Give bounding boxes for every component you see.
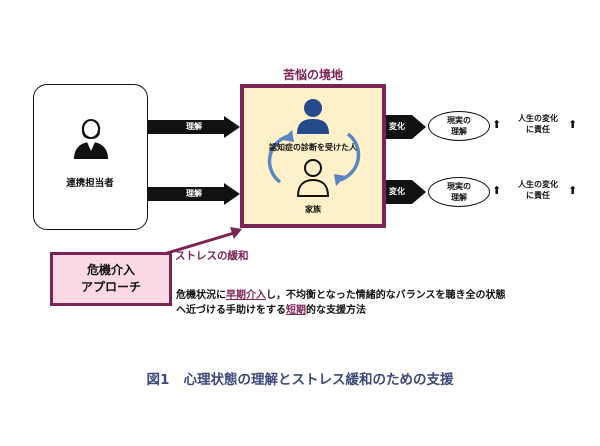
change-label-top: 変化	[389, 122, 405, 131]
reality-understanding-oval-bottom: 現実の理解	[428, 177, 490, 207]
short-term-emphasis: 短期	[286, 305, 306, 316]
crisis-line2: アプローチ	[80, 280, 141, 294]
understanding-label-top: 理解	[186, 122, 202, 131]
increase-arrow-icon: ⬆	[492, 184, 502, 197]
liaison-label: 連携担当者	[66, 178, 114, 189]
family-person-icon	[296, 159, 330, 197]
diagnosed-person-icon	[297, 99, 329, 134]
liaison-box: 連携担当者	[33, 84, 148, 230]
understanding-label-bottom: 理解	[186, 189, 202, 198]
life-change-responsibility-top: 人生の変化に責任	[518, 114, 558, 134]
life-change-responsibility-bottom: 人生の変化に責任	[518, 180, 558, 200]
figure-caption: 図1 心理状態の理解とストレス緩和のための支援	[0, 368, 600, 388]
change-arrow-top	[386, 115, 426, 139]
increase-arrow-icon: ⬆	[568, 184, 578, 197]
reality-understanding-oval-top: 現実の理解	[428, 111, 490, 141]
worry-state-title: 苦悩の境地	[282, 68, 343, 82]
cycle-arrows	[267, 130, 361, 186]
stress-relief-label: ストレスの緩和	[175, 250, 249, 262]
crisis-line1: 危機介入	[86, 263, 135, 277]
change-label-bottom: 変化	[389, 187, 405, 196]
crisis-description: 危機状況に早期介入し，不均衡となった情緒的なバランスを聴き全の状態 へ近づける手…	[176, 290, 506, 316]
diagnosed-person-label: 認知症の診断を受けた人	[269, 143, 357, 152]
understanding-arrow-bottom	[148, 183, 240, 205]
female-person-icon	[74, 119, 108, 159]
figure-number: 図1	[146, 372, 170, 388]
early-intervention-emphasis: 早期介入	[226, 290, 266, 301]
family-label: 家族	[305, 205, 321, 214]
worry-state-box: 認知症の診断を受けた人 家族	[240, 84, 386, 228]
change-arrow-bottom	[386, 180, 426, 204]
figure-caption-text: 心理状態の理解とストレス緩和のための支援	[183, 372, 454, 388]
increase-arrow-icon: ⬆	[492, 118, 502, 131]
understanding-arrow-top	[148, 116, 240, 138]
crisis-intervention-box: 危機介入 アプローチ	[50, 252, 172, 306]
increase-arrow-icon: ⬆	[568, 118, 578, 131]
